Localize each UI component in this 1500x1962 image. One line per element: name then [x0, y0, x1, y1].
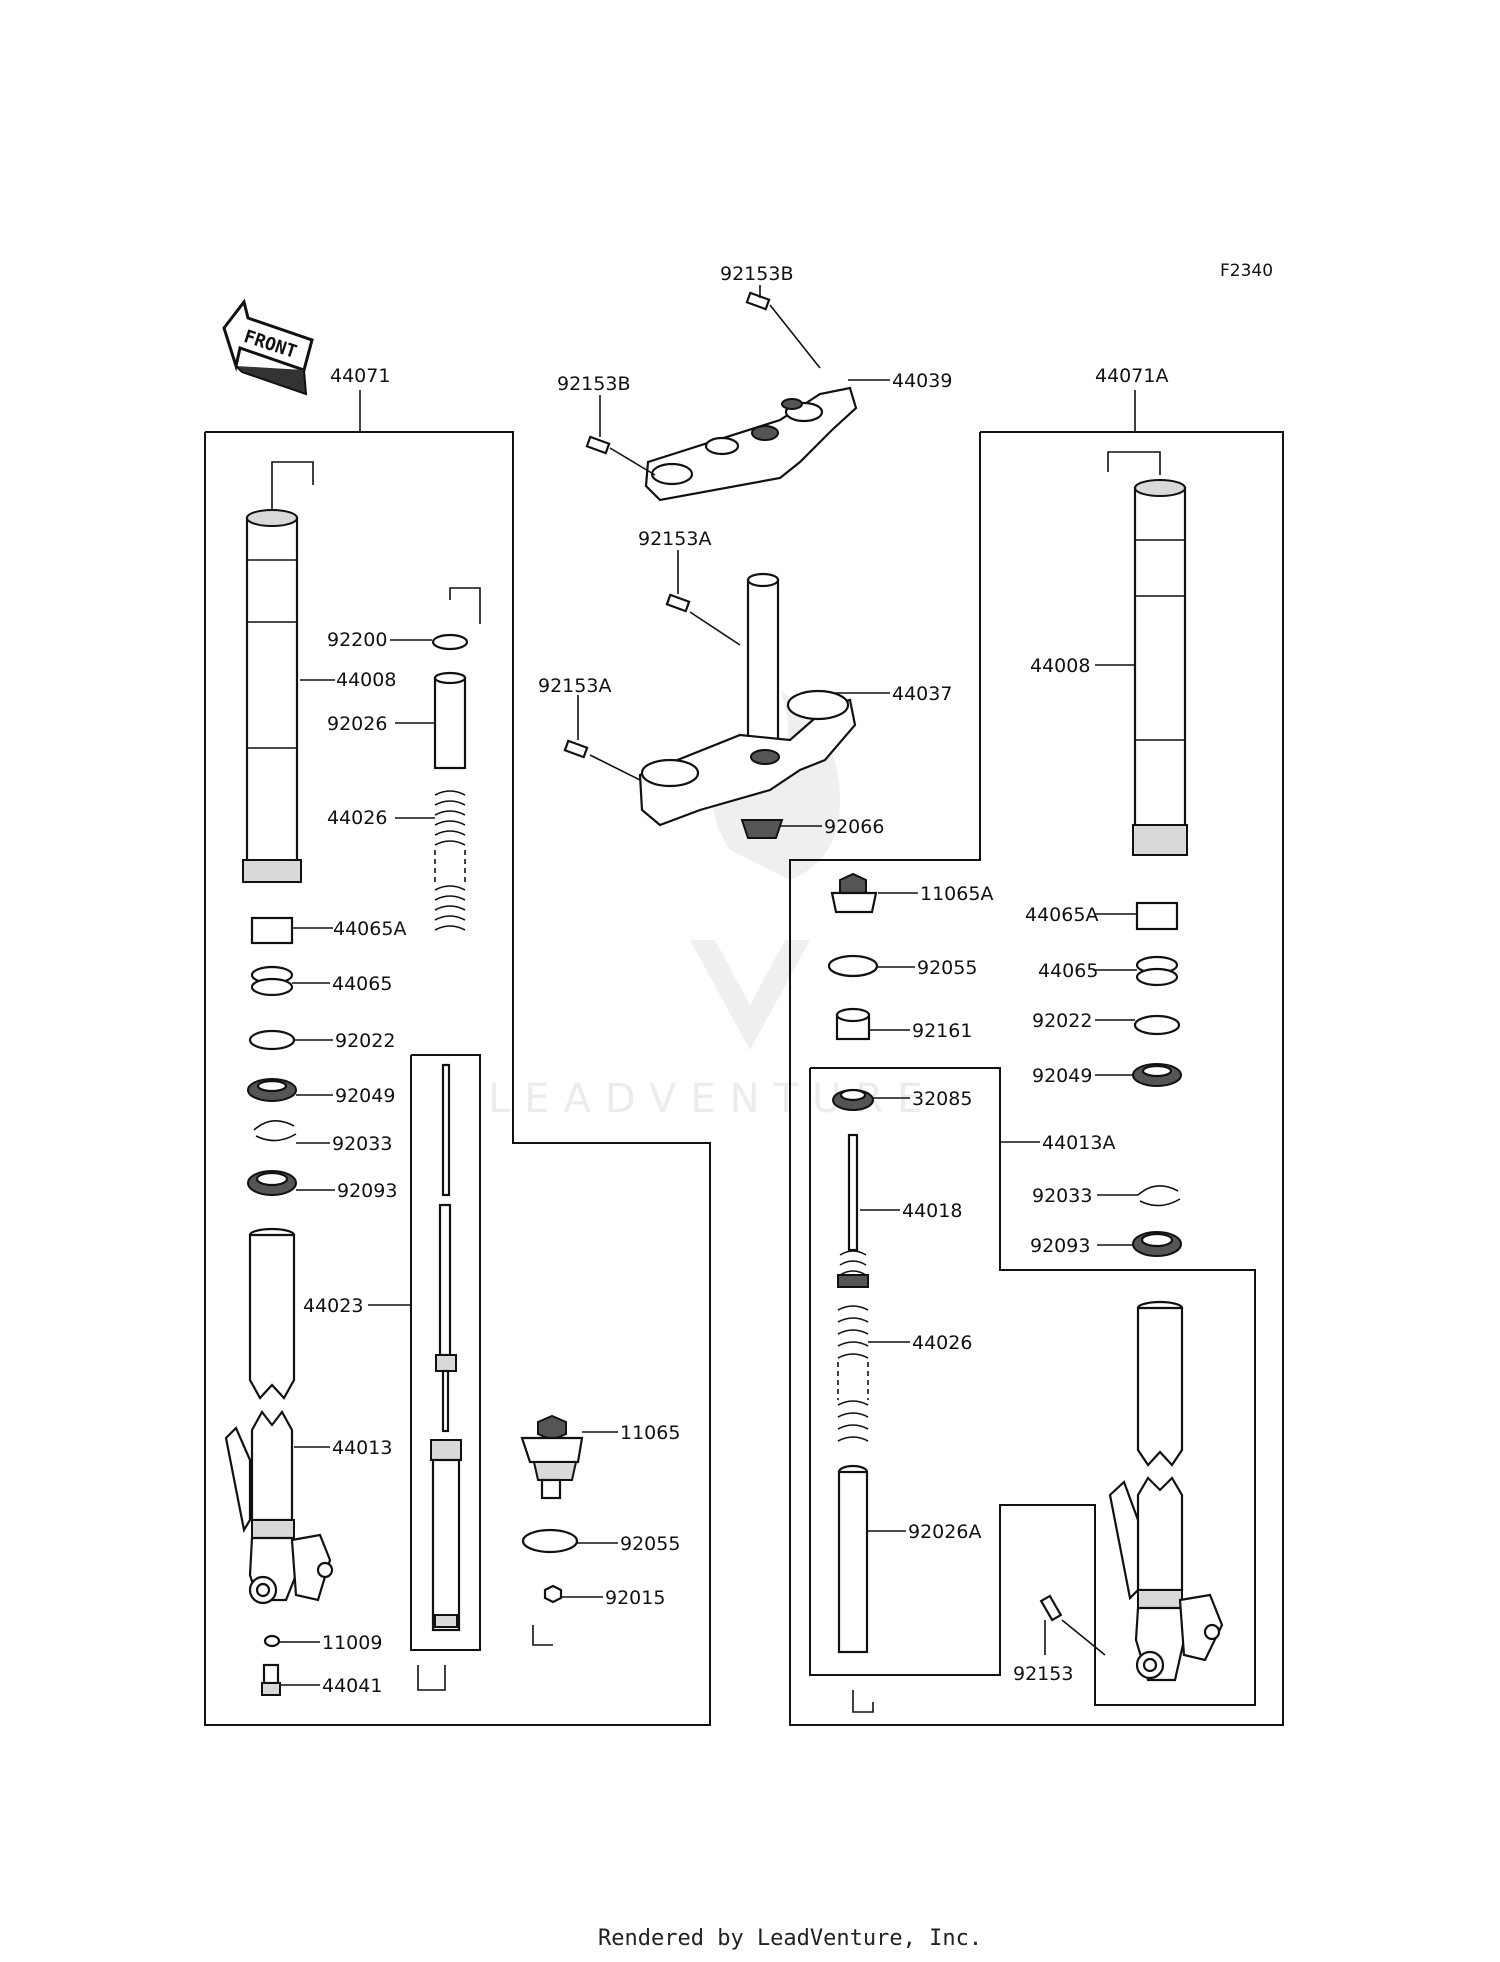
- label-44008-right: 44008: [1030, 655, 1090, 677]
- outer-tube-44008: [242, 461, 314, 883]
- label-92093-right: 92093: [1030, 1235, 1090, 1257]
- label-44023: 44023: [303, 1295, 363, 1317]
- label-44013: 44013: [332, 1437, 392, 1459]
- collar-92161: [835, 1007, 871, 1041]
- stopper-32085: [832, 1088, 874, 1111]
- washer-92022: [248, 1029, 296, 1051]
- label-92022-right: 92022: [1032, 1010, 1092, 1032]
- label-92026A: 92026A: [908, 1521, 981, 1543]
- circlip-92033: [253, 1120, 297, 1142]
- label-92049-right: 92049: [1032, 1065, 1092, 1087]
- label-92153A-lower: 92153A: [538, 675, 611, 697]
- label-44039: 44039: [892, 370, 952, 392]
- right-leader-lines: [860, 892, 1138, 1532]
- label-92033: 92033: [332, 1133, 392, 1155]
- label-44037: 44037: [892, 683, 952, 705]
- o-ring-92055: [521, 1528, 579, 1554]
- gasket-11009: [263, 1634, 281, 1648]
- label-44026-right: 44026: [912, 1332, 972, 1354]
- right-assembly-code: 44071A: [1095, 365, 1168, 387]
- label-44065A-right: 44065A: [1025, 904, 1098, 926]
- bolt-92153B-top: [745, 291, 771, 311]
- cartridge-44023: [430, 1063, 462, 1632]
- label-92153B-left: 92153B: [557, 373, 630, 395]
- label-92015: 92015: [605, 1587, 665, 1609]
- label-92161: 92161: [912, 1020, 972, 1042]
- label-92049: 92049: [335, 1085, 395, 1107]
- cap-bolt-11065: [520, 1414, 584, 1500]
- bolt-92153A-upper: [665, 593, 691, 613]
- label-32085: 32085: [912, 1088, 972, 1110]
- label-92022: 92022: [335, 1030, 395, 1052]
- bushing-44065: [250, 965, 294, 997]
- label-44018: 44018: [902, 1200, 962, 1222]
- inner-tube-44013: [224, 1227, 334, 1605]
- oil-seal-92049-right: [1132, 1063, 1182, 1087]
- footer-credit: Rendered by LeadVenture, Inc.: [598, 1926, 982, 1951]
- label-92153A-upper: 92153A: [638, 528, 711, 550]
- spacer-92026: [433, 671, 467, 770]
- label-92153-right: 92153: [1013, 1663, 1073, 1685]
- bushing-44065A: [250, 916, 294, 945]
- label-44041: 44041: [322, 1675, 382, 1697]
- cartridge-44023-frame: [410, 1054, 481, 1651]
- nut-92015: [543, 1584, 563, 1604]
- dust-seal-92093: [247, 1170, 297, 1196]
- bushing-44065A-right: [1135, 901, 1179, 931]
- spring-44026: [434, 790, 466, 931]
- left-assembly-code: 44071: [330, 365, 390, 387]
- front-arrow-icon: FRONT: [222, 298, 314, 396]
- right-assembly-frame: [789, 431, 1284, 1726]
- bolt-92153A-lower: [563, 739, 589, 759]
- label-11009: 11009: [322, 1632, 382, 1654]
- label-92066: 92066: [824, 816, 884, 838]
- label-44026: 44026: [327, 807, 387, 829]
- diagram-code: F2340: [1220, 261, 1273, 281]
- label-44065A: 44065A: [333, 918, 406, 940]
- bushing-44065-right: [1135, 955, 1179, 987]
- label-44065-right: 44065: [1038, 960, 1098, 982]
- spacer-92026A: [837, 1464, 869, 1654]
- circlip-92033-right: [1137, 1185, 1181, 1207]
- label-44013A: 44013A: [1042, 1132, 1115, 1154]
- washer-92022-right: [1133, 1014, 1181, 1036]
- label-92055: 92055: [620, 1533, 680, 1555]
- label-44008: 44008: [336, 669, 396, 691]
- left-assembly: 44071: [204, 365, 711, 1726]
- cap-bolt-11065A: [830, 872, 878, 914]
- left-leader-lines: [279, 639, 618, 1686]
- cap-92066: [740, 819, 784, 839]
- label-11065: 11065: [620, 1422, 680, 1444]
- o-ring-92055-right: [827, 954, 879, 978]
- bolt-92153B-left: [585, 435, 611, 455]
- lower-triple-clamp: 92153A 92153A 44037 92066: [538, 528, 952, 839]
- label-92093: 92093: [337, 1180, 397, 1202]
- label-92033-right: 92033: [1032, 1185, 1092, 1207]
- right-assembly: 44071A 44013A 44008: [789, 365, 1284, 1726]
- inner-tube-44013A: [1108, 1300, 1224, 1682]
- label-44065: 44065: [332, 973, 392, 995]
- spring-44026-right: [837, 1305, 869, 1442]
- left-assembly-frame: [204, 431, 711, 1726]
- label-11065A: 11065A: [920, 883, 993, 905]
- label-92026: 92026: [327, 713, 387, 735]
- dust-seal-92093-right: [1132, 1231, 1182, 1257]
- label-92153B-top: 92153B: [720, 263, 793, 285]
- rod-44018: [837, 1133, 869, 1288]
- outer-tube-44008-right: 44008: [1030, 451, 1188, 856]
- bolt-44041: [261, 1663, 281, 1696]
- upper-triple-clamp: 92153B 92153B 44039: [557, 263, 952, 502]
- sub-assembly-44013A-frame: [809, 1067, 1256, 1706]
- washer-92200: [431, 587, 481, 651]
- bolt-92153-right: [1039, 1594, 1106, 1656]
- label-92200: 92200: [327, 629, 387, 651]
- label-92055-right: 92055: [917, 957, 977, 979]
- oil-seal-92049: [247, 1078, 297, 1102]
